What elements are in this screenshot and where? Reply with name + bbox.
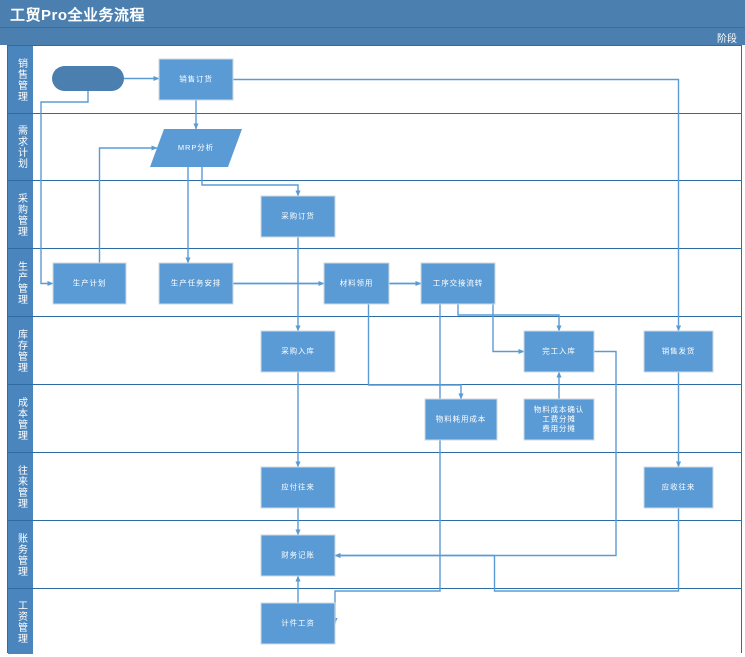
- node-label-process-flow: 工序交接流转: [433, 277, 483, 287]
- phase-label: 阶段: [717, 34, 737, 45]
- node-shape-start[interactable]: [52, 66, 124, 91]
- node-label-bookkeeping: 财务记账: [281, 549, 315, 559]
- lane-header-accounting[interactable]: 账务管理: [8, 521, 34, 588]
- lane-header-inventory[interactable]: 库存管理: [8, 317, 34, 384]
- node-prod-task[interactable]: 生产任务安排: [158, 262, 234, 305]
- node-label-receivable: 应收往来: [662, 481, 696, 491]
- node-label-purchase-in: 采购入库: [281, 345, 315, 355]
- node-label-piece-wage: 计件工资: [281, 617, 315, 627]
- lane-label-demand: 需求计划: [15, 125, 27, 169]
- page-title: 工贸Pro全业务流程: [10, 7, 146, 24]
- node-label-material-cost: 物料耗用成本: [436, 413, 486, 423]
- node-shape-material-cost[interactable]: [424, 398, 498, 441]
- node-material-cost[interactable]: 物料耗用成本: [424, 398, 498, 441]
- node-shape-sales-ship[interactable]: [643, 330, 714, 373]
- connector-prod-plan-to-mrp: [98, 145, 158, 263]
- node-shape-piece-wage[interactable]: [260, 602, 336, 645]
- lane-label-cost: 成本管理: [15, 396, 27, 441]
- swimlane-demand: 需求计划: [8, 114, 741, 181]
- node-shape-sales-order[interactable]: [158, 58, 234, 101]
- node-process-flow[interactable]: 工序交接流转: [420, 262, 496, 305]
- connector-mrp-to-purchase-order: [201, 167, 301, 197]
- node-label-sales-ship: 销售发货: [662, 345, 696, 355]
- lane-label-sales: 销售管理: [15, 57, 27, 102]
- node-label-sales-order: 销售订货: [179, 73, 213, 83]
- phase-bar: 阶段: [0, 28, 745, 45]
- node-shape-purchase-order[interactable]: [260, 195, 336, 238]
- lane-header-payroll[interactable]: 工资管理: [8, 589, 34, 654]
- node-shape-receivable[interactable]: [643, 466, 714, 509]
- node-purchase-in[interactable]: 采购入库: [260, 330, 336, 373]
- lane-header-cost[interactable]: 成本管理: [8, 385, 34, 452]
- node-shape-prod-task[interactable]: [158, 262, 234, 305]
- lane-header-payments[interactable]: 往来管理: [8, 453, 34, 520]
- swimlane-payments: 往来管理: [8, 453, 741, 521]
- node-shape-material-issue[interactable]: [323, 262, 390, 305]
- swimlane-cost: 成本管理: [8, 385, 741, 453]
- connector-material-to-cost: [367, 304, 464, 400]
- node-receivable[interactable]: 应收往来: [643, 466, 714, 509]
- node-payable[interactable]: 应付往来: [260, 466, 336, 509]
- node-start[interactable]: [52, 66, 124, 91]
- node-shape-purchase-in[interactable]: [260, 330, 336, 373]
- node-label-purchase-order: 采购订货: [281, 210, 315, 220]
- node-finished-in[interactable]: 完工入库: [523, 330, 595, 373]
- swimlane-payroll: 工资管理: [8, 589, 741, 654]
- node-label-mrp: MRP分析: [178, 142, 214, 152]
- lane-label-accounting: 账务管理: [15, 532, 27, 577]
- node-mrp[interactable]: MRP分析: [150, 129, 242, 167]
- swimlane-inventory: 库存管理: [8, 317, 741, 385]
- node-sales-order[interactable]: 销售订货: [158, 58, 234, 101]
- lane-header-purchase[interactable]: 采购管理: [8, 181, 34, 248]
- node-label-prod-plan: 生产计划: [73, 277, 107, 287]
- swimlane-production: 生产管理: [8, 249, 741, 317]
- node-shape-bookkeeping[interactable]: [260, 534, 336, 577]
- node-shape-mrp[interactable]: [150, 129, 242, 167]
- lane-header-demand[interactable]: 需求计划: [8, 114, 34, 180]
- lane-label-production: 生产管理: [15, 260, 27, 305]
- node-shape-payable[interactable]: [260, 466, 336, 509]
- node-shape-finished-in[interactable]: [523, 330, 595, 373]
- node-label-material-issue: 材料领用: [340, 277, 374, 287]
- lane-header-sales[interactable]: 销售管理: [8, 46, 34, 113]
- node-piece-wage[interactable]: 计件工资: [260, 602, 336, 645]
- title-bar: 工贸Pro全业务流程: [0, 0, 745, 28]
- node-label-cost-confirm: 物料成本确认工费分摊费用分摊: [534, 404, 584, 433]
- lane-label-purchase: 采购管理: [15, 192, 27, 237]
- diagram-frame: 销售管理需求计划采购管理生产管理库存管理成本管理往来管理账务管理工资管理 销售订…: [7, 45, 742, 654]
- node-cost-confirm[interactable]: 物料成本确认工费分摊费用分摊: [523, 398, 595, 441]
- node-shape-cost-confirm[interactable]: [523, 398, 595, 441]
- node-material-issue[interactable]: 材料领用: [323, 262, 390, 305]
- lane-label-payroll: 工资管理: [15, 599, 27, 644]
- connector-receivable-to-book: [334, 508, 680, 592]
- swimlane-purchase: 采购管理: [8, 181, 741, 249]
- node-prod-plan[interactable]: 生产计划: [52, 262, 127, 305]
- node-label-payable: 应付往来: [281, 481, 315, 491]
- node-purchase-order[interactable]: 采购订货: [260, 195, 336, 238]
- node-sales-ship[interactable]: 销售发货: [643, 330, 714, 373]
- node-label-finished-in: 完工入库: [542, 345, 576, 355]
- lane-header-production[interactable]: 生产管理: [8, 249, 34, 316]
- lane-label-inventory: 库存管理: [15, 328, 27, 373]
- connector-process-to-finished-in: [457, 304, 562, 332]
- lane-label-payments: 往来管理: [15, 464, 27, 509]
- node-shape-prod-plan[interactable]: [52, 262, 127, 305]
- node-shape-process-flow[interactable]: [420, 262, 496, 305]
- node-bookkeeping[interactable]: 财务记账: [260, 534, 336, 577]
- node-label-prod-task: 生产任务安排: [171, 277, 221, 287]
- connector-start-to-prod-plan: [40, 91, 89, 287]
- connector-sales-order-to-right-bus: [233, 78, 682, 332]
